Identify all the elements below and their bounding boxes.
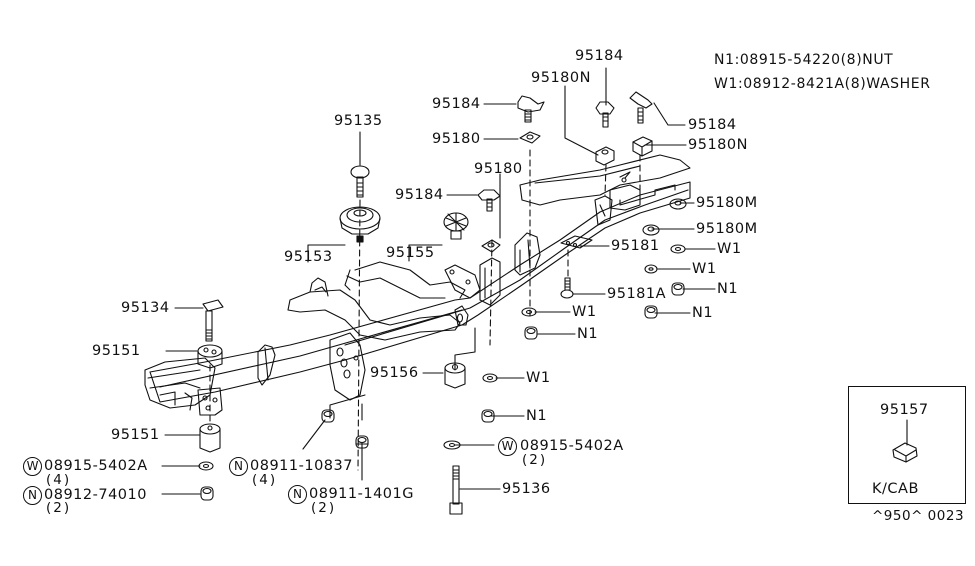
callout-95180N[interactable]: 95180N (531, 70, 591, 86)
callout-95184[interactable]: 95184 (432, 96, 481, 112)
cushion-95151-upper (198, 345, 222, 368)
callout-95180[interactable]: 95180 (432, 131, 481, 147)
diagram-code: ^950^ 0023 (872, 508, 965, 524)
nut-n1-b (645, 306, 657, 318)
callout-n1[interactable]: N1 (717, 281, 739, 297)
frame-brace-plate (330, 333, 365, 400)
nut-std-74010 (201, 487, 213, 500)
clip-95184-a (518, 96, 544, 122)
cushion-95151-lower (200, 424, 220, 452)
std-part-qty: (2) (46, 500, 72, 516)
frame-body-mount-column (480, 258, 500, 305)
nut-95180N-b (633, 137, 652, 156)
callout-95184[interactable]: 95184 (395, 187, 444, 203)
plate-95181 (561, 236, 592, 248)
part-95157 (893, 420, 917, 462)
callout-95155[interactable]: 95155 (386, 245, 435, 261)
nut-std-10837 (322, 410, 334, 422)
washer-w1-b (645, 265, 657, 273)
callout-95134[interactable]: 95134 (121, 300, 170, 316)
legend-washer-definition: W1:08912-8421A(8)WASHER (714, 76, 931, 92)
callout-w1[interactable]: W1 (572, 304, 597, 320)
nut-n1-a (672, 283, 684, 295)
std-part-number: 08912-74010 (44, 487, 147, 503)
std-part-qty: (4) (46, 472, 72, 488)
washer-95180M-a (670, 199, 686, 209)
nut-n1-d (482, 410, 494, 422)
clip-95184-d (478, 190, 500, 211)
washer-w1-a (671, 245, 685, 253)
washer-std-2 (444, 441, 460, 449)
washer-w1-c (522, 308, 536, 316)
legend-nut-definition: N1:08915-54220(8)NUT (714, 52, 894, 68)
std-part-number: 08915-5402A (520, 438, 624, 454)
nut-symbol-icon: N (23, 486, 42, 505)
callout-95135[interactable]: 95135 (334, 113, 383, 129)
clip-95184-b (596, 102, 614, 127)
callout-95153[interactable]: 95153 (284, 249, 333, 265)
callout-95180N[interactable]: 95180N (688, 137, 748, 153)
callout-95157[interactable]: 95157 (880, 402, 929, 418)
frame-front-horn (145, 358, 215, 408)
callout-95184[interactable]: 95184 (688, 117, 737, 133)
clip-95184-c (630, 92, 652, 123)
front-mount-bracket (198, 388, 222, 415)
callout-95180[interactable]: 95180 (474, 161, 523, 177)
nut-symbol-icon: N (288, 485, 307, 504)
std-part-number: 08915-5402A (44, 458, 148, 474)
cushion-95153 (340, 207, 380, 242)
callout-n1[interactable]: N1 (526, 408, 548, 424)
callout-n1[interactable]: N1 (577, 326, 599, 342)
callout-n1[interactable]: N1 (692, 305, 714, 321)
nut-95180-b (482, 240, 500, 252)
std-part-number: 08911-10837 (250, 458, 353, 474)
inset-caption: K/CAB (872, 481, 919, 497)
frame-side-rail-upper (520, 155, 690, 205)
screw-95181A (561, 278, 573, 298)
callout-w1[interactable]: W1 (717, 241, 742, 257)
callout-w1[interactable]: W1 (692, 261, 717, 277)
washer-symbol-icon: W (498, 437, 517, 456)
bolt-95136 (450, 466, 462, 514)
callout-95181[interactable]: 95181 (611, 238, 660, 254)
washer-std-4 (199, 462, 213, 470)
nut-n1-c (525, 327, 537, 339)
callout-95184[interactable]: 95184 (575, 48, 624, 64)
washer-symbol-icon: W (23, 457, 42, 476)
callout-95181A[interactable]: 95181A (607, 286, 667, 302)
callout-95151[interactable]: 95151 (92, 343, 141, 359)
std-part-number: 08911-1401G (309, 486, 414, 502)
nut-std-1401G (356, 436, 368, 448)
callout-95180M[interactable]: 95180M (696, 221, 758, 237)
callout-95136[interactable]: 95136 (502, 481, 551, 497)
callout-95180M[interactable]: 95180M (696, 195, 758, 211)
leader-lines (162, 68, 715, 494)
callout-95156[interactable]: 95156 (370, 365, 419, 381)
nut-95180-a (520, 132, 540, 143)
inset-king-cab (848, 386, 966, 504)
washer-w1-d (483, 374, 497, 382)
bolt-95135 (351, 166, 369, 197)
frame-front-crossmember (288, 290, 460, 340)
callout-w1[interactable]: W1 (526, 370, 551, 386)
bolt-95134 (203, 300, 223, 341)
callout-95151[interactable]: 95151 (111, 427, 160, 443)
nut-symbol-icon: N (229, 457, 248, 476)
std-part-qty: (2) (522, 452, 548, 468)
nut-95180N-a (596, 147, 614, 165)
cushion-95156 (445, 363, 465, 388)
std-part-qty: (4) (252, 472, 278, 488)
assembly-axes (210, 150, 640, 470)
cushion-95155 (444, 213, 468, 239)
chassis-frame (145, 155, 690, 415)
washer-95180M-b (643, 225, 659, 235)
std-part-qty: (2) (311, 500, 337, 516)
